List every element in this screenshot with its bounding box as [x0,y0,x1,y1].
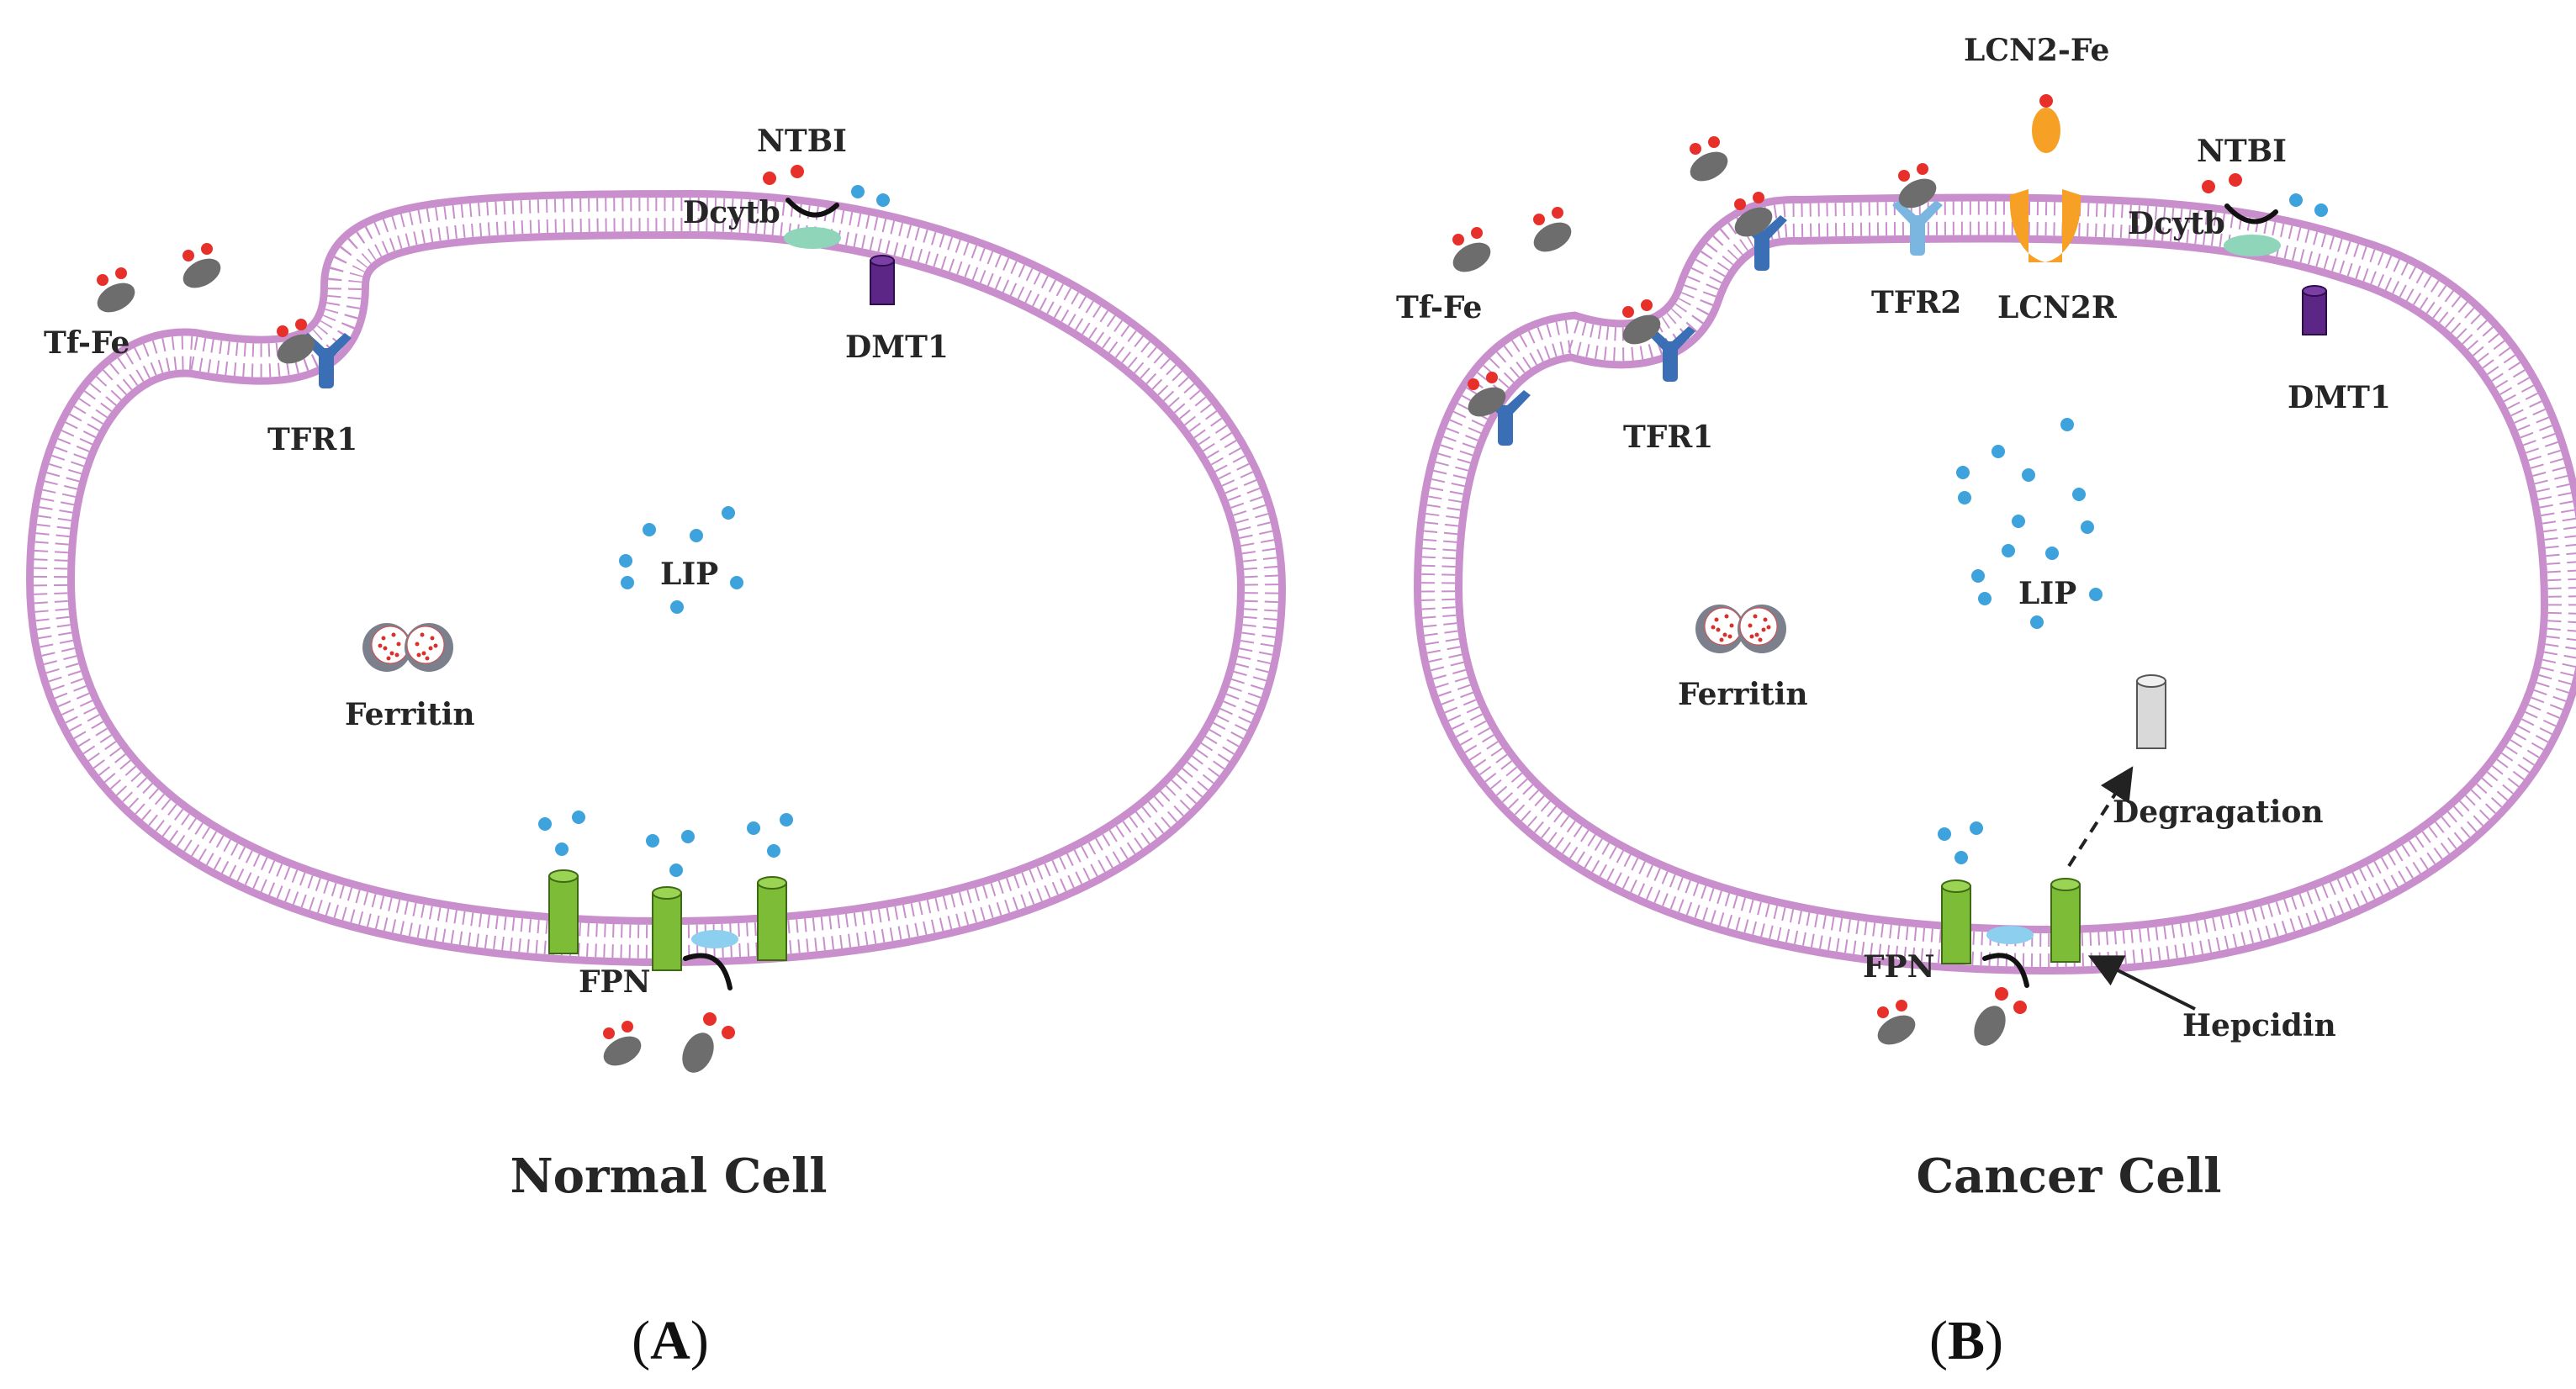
hephaestin-icon [691,930,738,948]
ferric-iron-dot [703,1012,717,1026]
ferric-iron-dot [722,1026,735,1039]
ferroportin-icon [652,886,682,971]
lip-label: LIP [2018,576,2076,611]
tfr2-label: TFR2 [1871,285,1961,320]
tf-fe-label: Tf-Fe [1396,290,1482,325]
dcytb-label: Dcytb [683,195,780,230]
lip-label: LIP [660,557,718,592]
apo-transferrin-icon [1974,1006,2006,1046]
dmt1-transporter-icon [2302,285,2327,335]
ferric-iron-dot [791,165,804,178]
tf-fe-label: Tf-Fe [44,325,130,361]
hepcidin-label: Hepcidin [2182,1008,2336,1043]
dmt1-label: DMT1 [845,330,949,365]
panel-b-cancer-cell: Tf-Fe TFR1 TFR2 LCN2-Fe LCN2R NTBI Dcytb… [1396,33,2576,1371]
ferroportin-icon [757,876,787,961]
cell-membrane [25,189,1287,967]
ferritin-icon [1695,604,1787,654]
dcytb-enzyme-icon [2224,235,2281,256]
labile-iron-pool [1956,418,2103,629]
iron-export-dots [538,811,793,877]
ferrous-iron-dot [2314,203,2328,217]
lipocalin2-iron-icon [2032,108,2060,153]
ferric-iron-dot [2039,94,2053,108]
cell-membrane [1413,193,2576,975]
ferroportin-icon [1941,879,1971,964]
ferrous-iron-dot [851,185,865,198]
oxidation-arc [683,953,733,990]
panel-b-tag: (B) [1929,1310,2003,1371]
panel-a-tag: (A) [632,1310,709,1371]
ferric-iron-dot [763,172,776,185]
ntbi-label: NTBI [2197,134,2287,169]
ferric-iron-dot [1995,987,2008,1001]
dmt1-transporter-icon [870,255,895,305]
lcn2-fe-label: LCN2-Fe [1964,33,2109,68]
ferrous-iron-dot [2289,193,2303,207]
dcytb-enzyme-icon [784,227,841,249]
ferric-iron-dot [2013,1001,2027,1014]
transferrin-iron-icon [1685,136,1733,187]
fpn-label: FPN [1863,949,1935,985]
dmt1-label: DMT1 [2288,380,2391,415]
tfr1-label: TFR1 [267,422,357,457]
ferroportin-icon [548,869,579,954]
transferrin-iron-icon [1872,1000,1921,1051]
transferrin-iron-icon [598,1021,647,1072]
ferrous-iron-dot [876,193,890,207]
lcn2r-label: LCN2R [1997,290,2118,325]
tfr1-label: TFR1 [1623,420,1713,455]
panel-a-normal-cell: Tf-Fe TFR1 NTBI Dcytb DMT1 LIP Ferritin [25,124,1287,1371]
cancer-cell-title: Cancer Cell [1916,1149,2221,1204]
hepcidin-arrow [2087,955,2196,1011]
labile-iron-pool [619,506,743,614]
fpn-label: FPN [579,964,651,1000]
lcn2-receptor-icon [2009,189,2081,262]
ferric-iron-dot [2202,180,2215,193]
ferroportin-icon [2050,878,2081,963]
transferrin-iron-icon [1528,207,1577,258]
iron-export-dots [1938,821,1983,864]
ferritin-label: Ferritin [1678,677,1808,712]
ferritin-label: Ferritin [345,697,475,732]
ferric-iron-dot [2229,173,2242,187]
dcytb-label: Dcytb [2128,206,2225,241]
hephaestin-icon [1986,926,2034,944]
reduction-arc [2224,203,2278,224]
degradation-label: Degragation [2113,795,2324,830]
degraded-ferroportin-icon [2136,674,2166,749]
transferrin-iron-icon [1447,227,1496,278]
ferritin-icon [362,622,454,673]
apo-transferrin-icon [682,1033,714,1073]
transferrin-iron-icon [92,267,140,319]
normal-cell-title: Normal Cell [510,1149,827,1204]
ntbi-label: NTBI [757,124,847,159]
oxidation-arc [1982,953,2029,988]
transferrin-iron-icon [177,243,226,294]
reduction-arc [785,198,839,218]
